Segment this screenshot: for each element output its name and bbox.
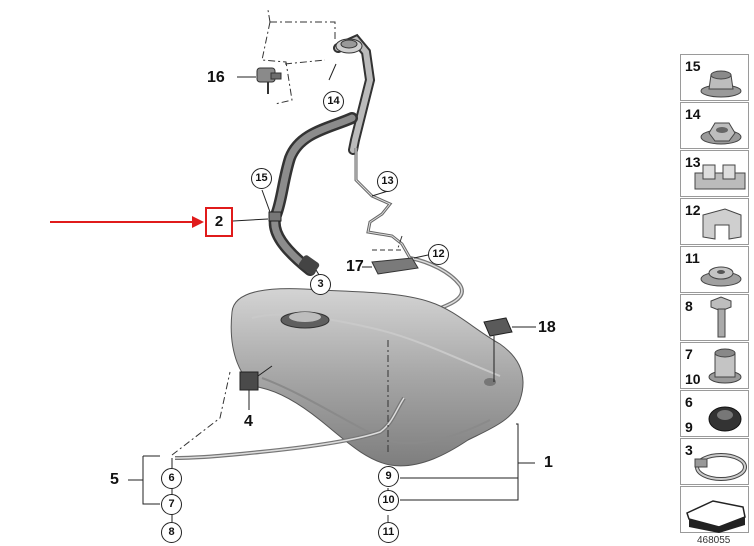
callout-12: 12 xyxy=(428,244,449,265)
filler-hose-highlight xyxy=(271,114,356,274)
flange-nut-icon xyxy=(700,266,742,287)
callout-11: 11 xyxy=(378,522,399,543)
sensor-16-icon xyxy=(237,67,282,94)
callout-14: 14 xyxy=(323,91,344,112)
part-label: 11 xyxy=(685,250,700,266)
part-cell-6-9[interactable]: 6 9 xyxy=(680,390,749,437)
callout-9: 9 xyxy=(378,466,399,487)
part-cell-15[interactable]: 15 xyxy=(680,54,749,101)
callout-7: 7 xyxy=(161,494,182,515)
callout-leaders xyxy=(128,63,535,522)
callout-1: 1 xyxy=(544,454,553,471)
part-cell-14[interactable]: 14 xyxy=(680,102,749,149)
pad-18 xyxy=(483,317,513,337)
callout-5: 5 xyxy=(110,471,119,488)
part-cell-3[interactable]: 3 xyxy=(680,438,749,485)
bracket-clip-icon xyxy=(702,208,742,240)
part-label: 6 xyxy=(685,394,693,410)
flange-nut-icon xyxy=(700,70,742,98)
part-cell-11[interactable]: 11 xyxy=(680,246,749,293)
hex-nut-icon xyxy=(700,122,742,145)
callout-3: 3 xyxy=(310,274,331,295)
hose-clamp-icon xyxy=(694,453,747,481)
part-cell-13[interactable]: 13 xyxy=(680,150,749,197)
part-label: 3 xyxy=(685,442,693,458)
hose-clip-icon xyxy=(694,164,746,190)
filler-bracket xyxy=(261,21,336,105)
part-label: 9 xyxy=(685,419,693,435)
filler-neck xyxy=(333,33,376,155)
highlight-box: 2 xyxy=(205,207,233,237)
pad-4 xyxy=(239,371,259,391)
pad-17 xyxy=(371,257,419,275)
sealant-wedge-icon xyxy=(686,500,746,533)
part-label: 12 xyxy=(685,202,701,218)
catalog-number: 468055 xyxy=(697,535,731,546)
callout-2: 2 xyxy=(214,213,224,230)
collar-nut-icon xyxy=(708,348,742,384)
red-arrow-icon xyxy=(50,216,204,228)
grommet-icon xyxy=(708,406,742,432)
part-cell-7-10[interactable]: 7 10 xyxy=(680,342,749,389)
part-label: 14 xyxy=(685,106,701,122)
callout-10: 10 xyxy=(378,490,399,511)
clip-2 xyxy=(268,211,282,222)
part-cell-8[interactable]: 8 xyxy=(680,294,749,341)
callout-15: 15 xyxy=(251,168,272,189)
callout-18: 18 xyxy=(538,319,556,336)
part-label: 10 xyxy=(685,371,701,387)
leader-lines xyxy=(171,9,403,530)
callout-4: 4 xyxy=(244,413,253,430)
part-label: 8 xyxy=(685,298,693,314)
part-label: 15 xyxy=(685,58,701,74)
bolt-icon xyxy=(710,296,732,338)
part-label: 13 xyxy=(685,154,701,170)
part-cell-sealant[interactable] xyxy=(680,486,749,533)
callout-13: 13 xyxy=(377,171,398,192)
part-label: 7 xyxy=(685,346,693,362)
callout-16: 16 xyxy=(207,69,225,86)
vent-line xyxy=(354,148,412,259)
hose-end xyxy=(298,255,320,275)
callout-17: 17 xyxy=(346,258,364,275)
callout-6: 6 xyxy=(161,468,182,489)
callout-8: 8 xyxy=(161,522,182,543)
part-cell-12[interactable]: 12 xyxy=(680,198,749,245)
fuel-tank xyxy=(230,288,524,467)
